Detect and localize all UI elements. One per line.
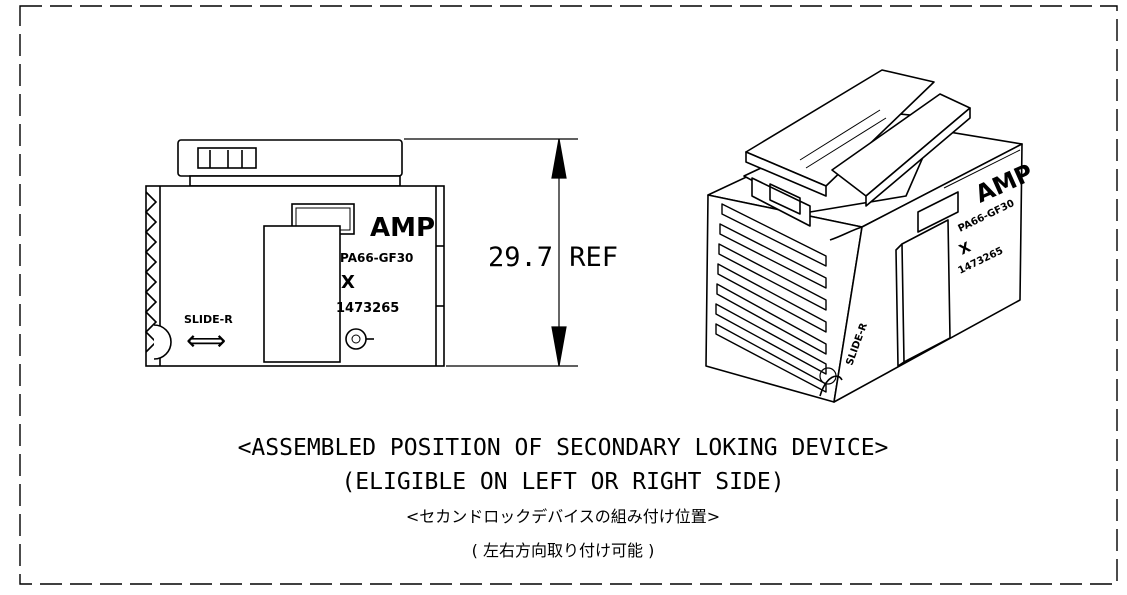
- side-view: [144, 139, 445, 367]
- note-line-2: (ELIGIBLE ON LEFT OR RIGHT SIDE): [341, 469, 784, 495]
- note-line-1: <ASSEMBLED POSITION OF SECONDARY LOKING …: [238, 435, 889, 461]
- iso-latch-front: [751, 177, 811, 227]
- notes: <ASSEMBLED POSITION OF SECONDARY LOKING …: [238, 435, 889, 560]
- housing-latch-arc: [153, 324, 172, 360]
- date-dial: [345, 328, 367, 350]
- side-part-number: 1473265: [336, 301, 399, 316]
- dimension: [404, 138, 578, 367]
- housing-wavy-edge: [144, 191, 158, 353]
- latch-stem: [189, 175, 401, 187]
- drawing-border: [19, 5, 1118, 585]
- iso-view: [705, 69, 1023, 403]
- side-slide-arrow: ⟺: [186, 324, 226, 357]
- top-latch: [177, 139, 403, 177]
- arrow-bottom: [551, 326, 567, 367]
- side-slide-label: SLIDE-R: [184, 313, 233, 326]
- side-material-mark: PA66-GF30: [340, 251, 413, 265]
- arrow-top: [551, 138, 567, 179]
- top-latch-window: [197, 147, 257, 169]
- note-line-4: ( 左右方向取り付け可能 ): [472, 541, 655, 560]
- note-line-3: <セカンドロックデバイスの組み付け位置>: [406, 507, 720, 526]
- sliding-tab: [263, 225, 341, 363]
- side-view-text: AMP PA66-GF30 X 1473265 SLIDE-R ⟺: [184, 213, 435, 357]
- iso-slots: [715, 203, 827, 393]
- dimension-value: 29.7 REF: [488, 242, 618, 273]
- iso-side-tab: [901, 219, 951, 363]
- side-brand: AMP: [370, 213, 435, 243]
- iso-side-window: [917, 191, 959, 233]
- side-x-mark: X: [341, 272, 355, 293]
